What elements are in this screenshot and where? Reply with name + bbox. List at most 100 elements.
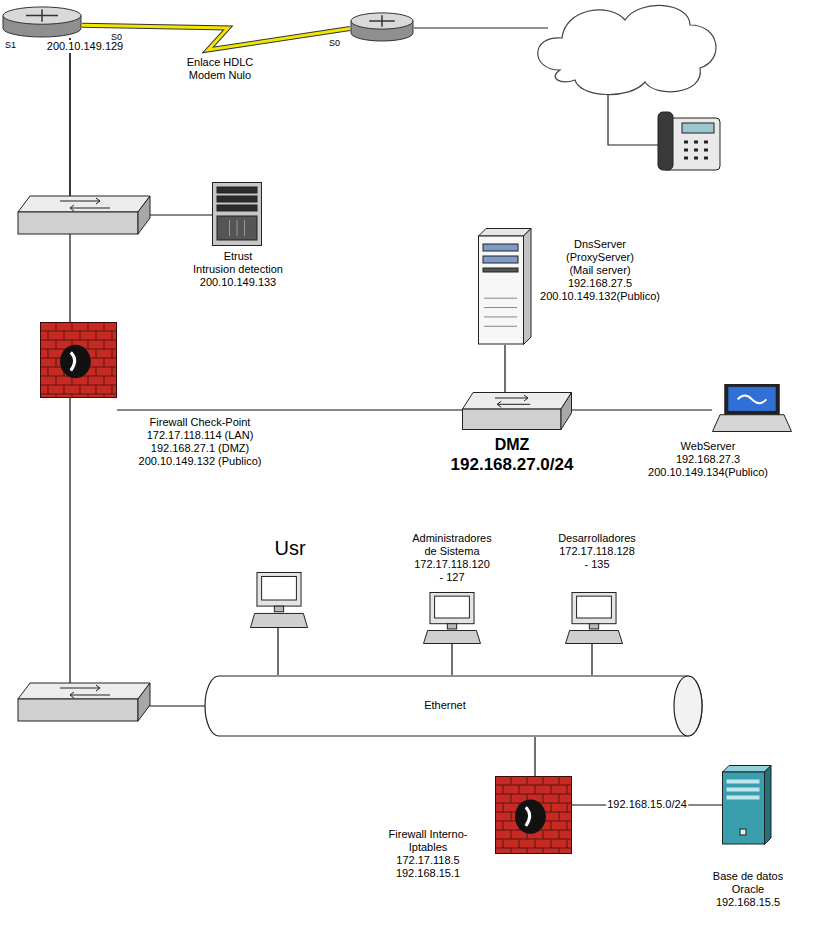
laptop-screen — [729, 387, 775, 410]
monitor-screen — [435, 596, 470, 618]
workstation-icon — [565, 592, 623, 644]
monitor — [257, 573, 301, 607]
dmz-hub-icon — [462, 392, 572, 430]
tube-end — [674, 676, 702, 736]
connector-line — [117, 409, 462, 410]
keyboard — [566, 630, 623, 643]
web-server-icon — [712, 384, 792, 432]
server-side — [524, 229, 532, 345]
web-server: WebServer192.168.27.3200.10.149.134(Publ… — [712, 384, 792, 432]
server-panel — [217, 216, 257, 240]
switch-front — [18, 212, 138, 234]
monitor-stand — [447, 624, 456, 629]
keyboard — [424, 630, 481, 643]
laptop-base — [713, 415, 792, 432]
phone-display — [682, 123, 714, 133]
device-label: WebServer — [680, 440, 737, 453]
workstation: Desarrolladores172.17.118.128 - 135 — [565, 592, 623, 644]
device-label: (Mail server) — [568, 264, 631, 277]
switch-top — [18, 196, 150, 212]
router: S0 — [350, 12, 414, 42]
network-link — [505, 345, 506, 392]
link-label: Enlace HDLC Modem Nulo — [185, 56, 255, 82]
device-label: Base de datos Oracle — [711, 870, 785, 896]
connector-line — [451, 644, 452, 675]
router-arrows — [369, 15, 395, 26]
brick-lines — [496, 776, 571, 853]
server-front — [479, 236, 524, 344]
firewall-icon — [495, 776, 572, 854]
hub-top — [463, 393, 572, 410]
database-server: Base de datos Oracle192.168.15.5 — [722, 765, 772, 845]
device-label: DnsServer — [573, 238, 627, 251]
server-vents — [484, 298, 517, 326]
db-side — [765, 766, 772, 845]
wan-line — [414, 27, 548, 28]
connector-line — [591, 644, 592, 675]
connector-line — [572, 409, 712, 410]
db-slot — [727, 788, 759, 791]
firewall-hole — [60, 345, 91, 378]
router: S1S0200.10.149.129 — [2, 6, 82, 38]
brick-lines — [41, 322, 116, 397]
network-link — [572, 410, 712, 411]
connector-line — [534, 737, 535, 776]
device-label: Intrusion detection — [192, 263, 284, 276]
db-front — [723, 772, 765, 844]
router-arrows — [26, 10, 58, 22]
device-label: 172.17.118.5 — [395, 854, 460, 867]
device-label: S0 — [328, 38, 341, 49]
device-label: DMZ — [494, 436, 531, 454]
device-label: Firewall Check-Point — [149, 416, 252, 429]
switch-arrows — [60, 198, 110, 211]
keyboard — [251, 613, 308, 627]
device-label: 192.168.27.1 (DMZ) — [150, 442, 250, 455]
device-label: 172.17.118.128 - 135 — [558, 545, 637, 571]
db-slot — [727, 796, 759, 799]
monitor-screen — [262, 576, 297, 600]
firewall-wall — [496, 777, 572, 854]
firewall: Firewall Check-Point172.17.118.114 (LAN)… — [40, 322, 117, 398]
network-link — [592, 644, 593, 675]
monitor — [572, 593, 616, 624]
drive-bay — [217, 196, 257, 202]
drive-bay — [217, 187, 257, 193]
router-icon — [350, 12, 414, 42]
network-link — [278, 628, 279, 675]
link-label: 192.168.15.0/24 — [606, 798, 688, 811]
screen-logo — [738, 396, 767, 404]
phone-handset — [658, 112, 673, 170]
database-server-icon — [722, 765, 772, 845]
device-label: Desarrolladores — [557, 532, 637, 545]
telephone — [658, 112, 720, 170]
connector-line — [69, 38, 70, 322]
drive-bay — [483, 256, 518, 263]
router-top — [3, 7, 81, 24]
router-top — [351, 13, 413, 29]
drive-bay — [483, 244, 518, 251]
phone-keypad — [684, 142, 708, 158]
network-link — [70, 38, 71, 322]
device-label: Firewall Interno- Iptables — [387, 828, 469, 854]
phone-line — [608, 90, 658, 145]
workstation: Usr — [250, 572, 308, 628]
device-label: 172.17.118.120 - 127 — [413, 558, 492, 584]
network-link — [452, 644, 453, 675]
drive-bay — [217, 205, 257, 211]
server-vents — [230, 220, 245, 236]
workstation-icon — [423, 592, 481, 644]
device-label: 172.17.118.114 (LAN) — [146, 429, 255, 442]
laptop-lid — [725, 385, 779, 415]
firewall-icon — [40, 322, 117, 398]
device-label: Etrust — [223, 250, 254, 263]
tube-body — [205, 676, 702, 736]
drive-slot — [483, 268, 518, 272]
firewall: Firewall Interno- Iptables172.17.118.519… — [495, 776, 572, 854]
server-case — [213, 183, 262, 246]
db-top — [723, 766, 772, 773]
switch-arrows — [60, 685, 110, 698]
switch — [18, 196, 150, 234]
monitor-screen — [577, 596, 612, 618]
firewall-flame — [71, 352, 75, 370]
connector-line — [504, 345, 505, 392]
